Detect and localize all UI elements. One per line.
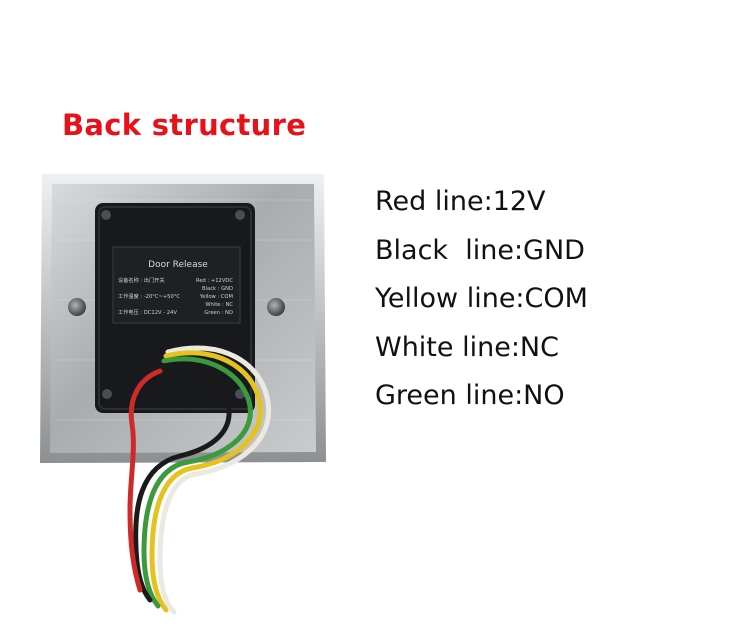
black-wire xyxy=(133,362,232,603)
label-row-left: 工作电压 : DC12V - 24V xyxy=(118,308,177,316)
label-row-right: Red : +12VDC xyxy=(196,278,233,284)
label-row-left: 工作温度 : -20°C~+50°C xyxy=(118,292,180,300)
housing-screw xyxy=(102,389,112,399)
green-wire xyxy=(141,356,253,609)
red-wire xyxy=(127,368,163,593)
yellow-wire xyxy=(149,350,263,613)
wire-legend: Red line:12V Black line:GND Yellow line:… xyxy=(375,182,588,425)
label-title: Door Release xyxy=(148,260,208,270)
label-row-right: White : NC xyxy=(205,302,233,308)
heading: Back structure xyxy=(62,108,307,142)
wire-legend-white: White line:NC xyxy=(375,331,559,363)
screw-hole-left xyxy=(68,298,86,316)
label-row-right: Green : NO xyxy=(204,310,233,316)
wire-legend-black: Black line:GND xyxy=(375,234,585,266)
wire-legend-red: Red line:12V xyxy=(375,186,546,217)
wire-legend-yellow: Yellow line:COM xyxy=(375,283,588,314)
wire-bundle xyxy=(127,345,272,615)
label-row-right: Yellow : COM xyxy=(199,294,233,300)
screw-hole-right xyxy=(267,298,285,316)
label-row-right: Black : GND xyxy=(202,286,233,292)
label-row-left: 设备名称 : 出门开关 xyxy=(118,276,165,284)
housing-screw xyxy=(101,210,111,220)
housing-screw xyxy=(235,210,245,220)
wire-legend-green: Green line:NO xyxy=(375,380,565,411)
white-wire xyxy=(157,345,272,615)
device-label: Door Release 设备名称 : 出门开关 Red : +12VDC Bl… xyxy=(112,246,241,324)
